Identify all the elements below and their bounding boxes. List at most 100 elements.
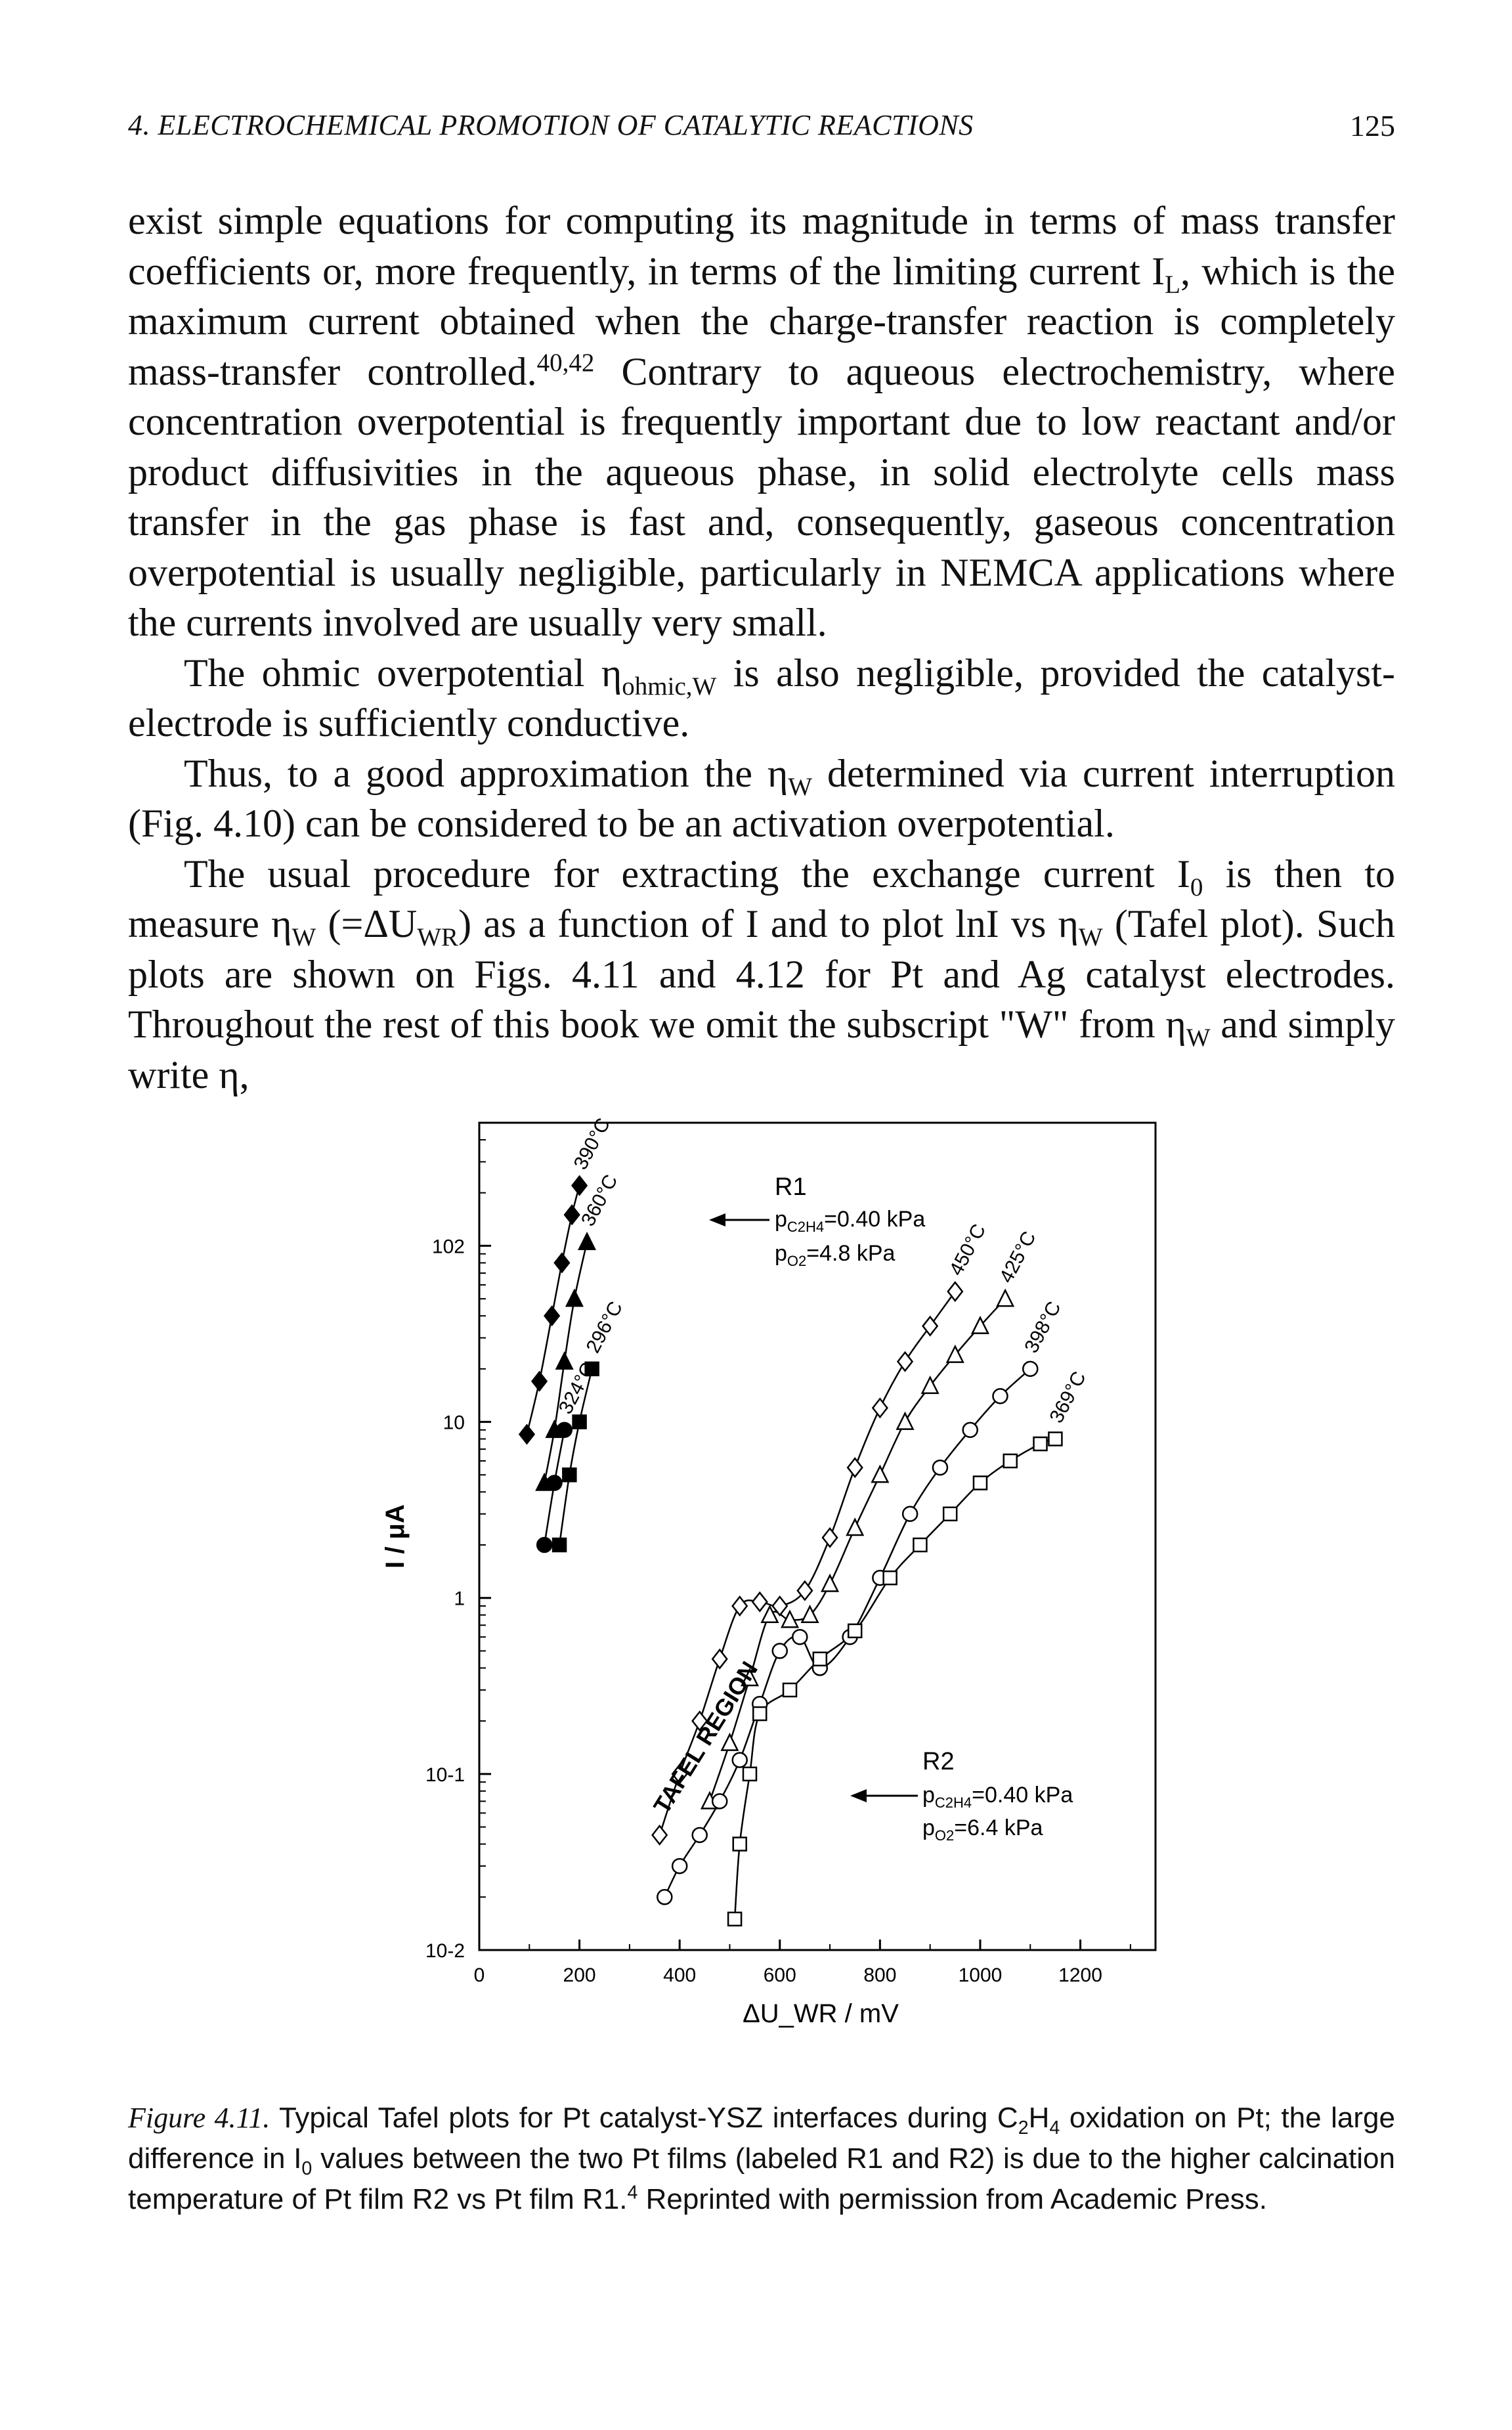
diamond-marker bbox=[871, 1397, 888, 1419]
square-marker bbox=[732, 1836, 747, 1852]
body-text: exist simple equations for computing its… bbox=[128, 196, 1395, 1100]
series-markers bbox=[518, 1175, 1063, 1927]
series-temperature-label: 398°C bbox=[1020, 1298, 1065, 1356]
paragraph-3: Thus, to a good approximation the ηW det… bbox=[128, 751, 1395, 846]
square-marker bbox=[742, 1766, 758, 1782]
circle-marker bbox=[771, 1643, 788, 1659]
triangle-marker bbox=[578, 1231, 597, 1250]
square-marker bbox=[551, 1537, 567, 1553]
square-marker bbox=[882, 1570, 897, 1586]
diamond-marker bbox=[671, 1763, 688, 1785]
x-tick-label: 1000 bbox=[959, 1964, 1003, 1986]
x-tick-label: 800 bbox=[863, 1964, 896, 1986]
y-tick-label: 102 bbox=[432, 1236, 465, 1257]
diamond-marker bbox=[771, 1595, 788, 1617]
triangle-marker bbox=[740, 1668, 760, 1687]
x-axis-label: ΔU_WR / mV bbox=[743, 1999, 899, 2028]
diamond-marker bbox=[530, 1370, 548, 1392]
x-tick-label: 400 bbox=[663, 1964, 696, 1986]
diamond-marker bbox=[711, 1648, 728, 1670]
diamond-marker bbox=[544, 1305, 561, 1327]
triangle-marker bbox=[920, 1376, 940, 1395]
x-tick-label: 200 bbox=[563, 1964, 596, 1986]
diamond-marker bbox=[571, 1175, 588, 1196]
circle-marker bbox=[962, 1421, 978, 1439]
square-marker bbox=[572, 1414, 587, 1429]
diamond-marker bbox=[896, 1351, 914, 1372]
diamond-marker bbox=[553, 1252, 571, 1274]
series-line bbox=[733, 1438, 1056, 1919]
triangle-marker bbox=[555, 1351, 574, 1370]
circle-marker bbox=[792, 1628, 808, 1645]
triangle-marker bbox=[781, 1609, 800, 1628]
circle-marker bbox=[932, 1459, 949, 1476]
paragraph-2: The ohmic overpotential ηohmic,W is also… bbox=[128, 651, 1395, 745]
page-number: 125 bbox=[1350, 109, 1395, 142]
y-tick-label: 10 bbox=[443, 1412, 465, 1434]
diamond-marker bbox=[751, 1591, 768, 1613]
series-line bbox=[558, 1368, 593, 1546]
paragraph-4: The usual procedure for extracting the e… bbox=[128, 852, 1395, 1096]
r1-label: R1 bbox=[775, 1173, 807, 1201]
triangle-marker bbox=[800, 1604, 819, 1623]
circle-marker bbox=[992, 1388, 1008, 1404]
plot-frame bbox=[478, 1121, 1157, 1951]
triangle-marker bbox=[760, 1604, 779, 1623]
series-temperature-label: 296°C bbox=[582, 1298, 627, 1356]
diamond-marker bbox=[691, 1710, 708, 1732]
square-marker bbox=[812, 1651, 828, 1666]
diamond-marker bbox=[731, 1595, 748, 1617]
r2-po2-label: pO2=6.4 kPa bbox=[922, 1815, 1043, 1844]
r1-arrow-head bbox=[709, 1213, 725, 1226]
caption-label: Figure 4.11. bbox=[128, 2102, 270, 2134]
diamond-marker bbox=[518, 1423, 536, 1445]
square-marker bbox=[584, 1361, 599, 1377]
diamond-marker bbox=[821, 1527, 838, 1548]
square-marker bbox=[562, 1467, 577, 1483]
x-tick-label: 600 bbox=[764, 1964, 796, 1986]
diamond-marker bbox=[651, 1824, 668, 1846]
page-header: 4. ELECTROCHEMICAL PROMOTION OF CATALYTI… bbox=[128, 108, 1395, 154]
circle-marker bbox=[657, 1889, 673, 1905]
figure-caption: Figure 4.11. Typical Tafel plots for Pt … bbox=[128, 2102, 1396, 2215]
circle-marker bbox=[1022, 1360, 1039, 1378]
square-marker bbox=[727, 1911, 743, 1927]
circle-marker bbox=[671, 1857, 688, 1875]
square-marker bbox=[1048, 1431, 1063, 1446]
y-tick-label: 10-1 bbox=[425, 1764, 465, 1786]
triangle-marker bbox=[720, 1732, 739, 1751]
x-tick-label: 0 bbox=[474, 1964, 485, 1986]
paragraph-1: exist simple equations for computing its… bbox=[128, 199, 1395, 644]
series-line bbox=[708, 1298, 1006, 1802]
r2-label: R2 bbox=[922, 1748, 955, 1775]
diamond-marker bbox=[947, 1281, 964, 1303]
square-marker bbox=[972, 1475, 988, 1490]
diamond-marker bbox=[922, 1315, 939, 1337]
triangle-marker bbox=[821, 1573, 840, 1592]
triangle-marker bbox=[945, 1344, 964, 1363]
square-marker bbox=[913, 1537, 928, 1553]
square-marker bbox=[1003, 1453, 1018, 1469]
running-head: 4. ELECTROCHEMICAL PROMOTION OF CATALYTI… bbox=[128, 109, 974, 141]
triangle-marker bbox=[871, 1464, 890, 1483]
diamond-marker bbox=[563, 1204, 580, 1226]
y-tick-label: 10-2 bbox=[425, 1940, 465, 1962]
triangle-marker bbox=[996, 1288, 1015, 1307]
tafel-region-label: TAFEL REGION bbox=[648, 1657, 763, 1818]
r1-pc2h4-label: pC2H4=0.40 kPa bbox=[775, 1207, 925, 1235]
square-marker bbox=[752, 1706, 767, 1722]
series-lines bbox=[526, 1185, 1056, 1919]
r2-pc2h4-label: pC2H4=0.40 kPa bbox=[922, 1783, 1073, 1811]
diamond-marker bbox=[846, 1457, 863, 1479]
r2-arrow-head bbox=[850, 1789, 867, 1802]
r1-po2-label: pO2=4.8 kPa bbox=[775, 1241, 896, 1269]
square-marker bbox=[1033, 1436, 1048, 1452]
series-temperature-label: 425°C bbox=[995, 1228, 1040, 1286]
y-axis-label: I / μA bbox=[381, 1504, 410, 1569]
circle-marker bbox=[546, 1475, 563, 1491]
triangle-marker bbox=[846, 1517, 865, 1536]
triangle-marker bbox=[970, 1315, 989, 1334]
